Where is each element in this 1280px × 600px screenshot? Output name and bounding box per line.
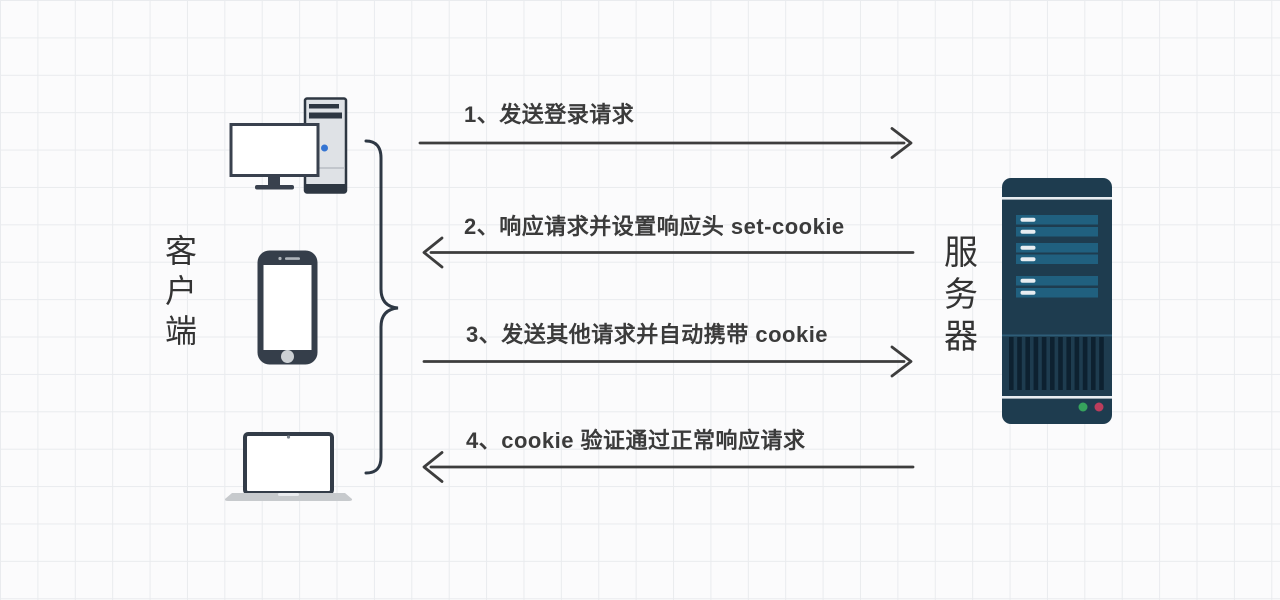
- server-drive-bays: [1016, 215, 1098, 298]
- arrow-step4-left: [422, 451, 915, 483]
- step-4-label: 4、cookie 验证通过正常响应请求: [466, 428, 806, 453]
- server-rack-icon: [1002, 178, 1112, 424]
- server-label: 服务器: [944, 234, 978, 356]
- desktop-computer-icon: [229, 97, 348, 194]
- step-1-label: 1、发送登录请求: [464, 102, 635, 127]
- server-led-green: [1078, 402, 1088, 412]
- laptop-icon: [225, 432, 353, 501]
- server-vent: [1009, 337, 1104, 390]
- client-group-brace: [364, 139, 399, 475]
- smartphone-icon: [257, 250, 318, 365]
- client-label: 客户端: [164, 233, 197, 349]
- server-led-red: [1094, 402, 1104, 412]
- arrow-step3-right: [422, 345, 913, 378]
- arrow-step1-right: [418, 127, 913, 159]
- step-3-label: 3、发送其他请求并自动携带 cookie: [466, 322, 829, 347]
- arrow-step2-left: [422, 236, 915, 269]
- step-2-label: 2、响应请求并设置响应头 set-cookie: [464, 214, 845, 239]
